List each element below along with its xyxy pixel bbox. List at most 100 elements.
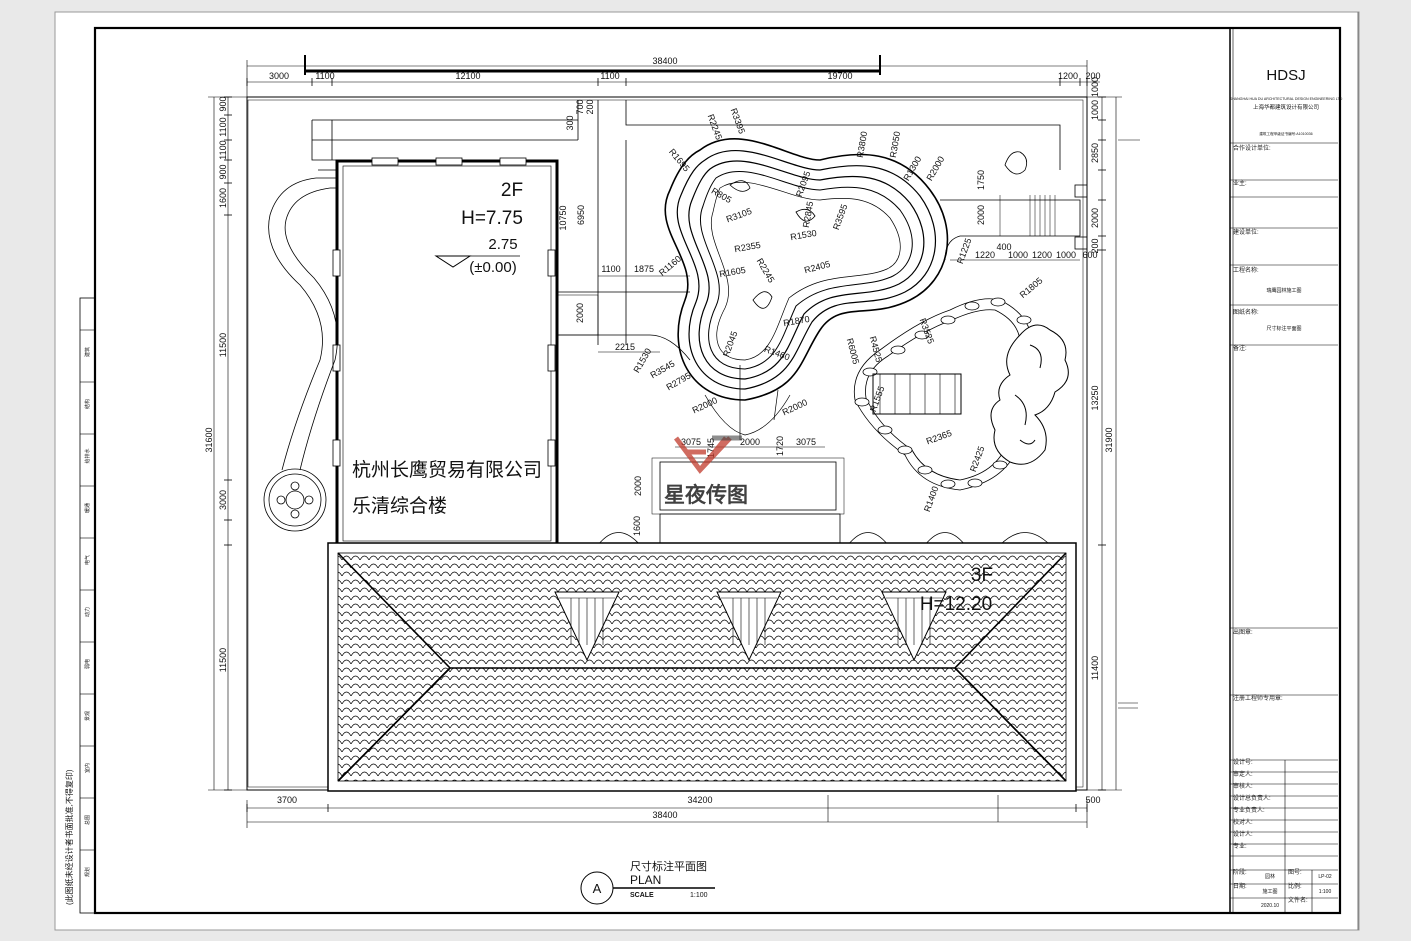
title-field-label: 业主:	[1233, 179, 1247, 187]
dim-inner-horizontal: 1875	[634, 264, 654, 274]
dim-left-segment: 3000	[218, 490, 228, 510]
dim-inner-vertical: 2000	[633, 476, 643, 496]
dim-top-segment: 3000	[269, 71, 289, 81]
strip-label: 电气	[84, 555, 91, 565]
dim-left-segment: 11500	[218, 648, 228, 672]
date-value: 2020.10	[1261, 903, 1279, 909]
strip-label: 建筑	[84, 347, 91, 357]
dim-inner-horizontal: 3075	[681, 437, 701, 447]
building-3f: 3F H=12.20	[327, 542, 1077, 792]
firm-logo: HDSJ	[1266, 67, 1305, 84]
strip-label: 景观	[84, 711, 91, 721]
building-2f-height: H=7.75	[461, 208, 523, 229]
dim-inner-vertical: 1720	[775, 436, 785, 456]
drawing-no-label: 图号:	[1288, 869, 1302, 876]
strip-label: 总图	[84, 815, 91, 825]
plan-title-en: PLAN	[630, 873, 661, 887]
dim-inner-vertical: 6950	[576, 205, 586, 225]
dim-right-segment: 11400	[1090, 656, 1100, 680]
copy-note: (此图纸未经设计者书面批准,不得复印)	[64, 769, 74, 905]
dim-right-segment: 1000	[1090, 77, 1100, 97]
dim-inner-horizontal: 1220	[975, 250, 995, 260]
radius-label: R3050	[888, 131, 902, 159]
dim-inner-vertical: 1600	[632, 516, 642, 536]
dim-top-segment: 1100	[600, 71, 619, 81]
dim-top-segment: 1200	[1058, 71, 1078, 81]
project-name: 瑞鹰园林施工图	[1266, 287, 1301, 294]
dim-inner-vertical: 2000	[575, 303, 585, 323]
plan-title-cn: 尺寸标注平面图	[630, 859, 707, 873]
radius-label: R1530	[790, 228, 818, 242]
dim-top-segment: 1100	[315, 71, 334, 81]
scale-label: 比例:	[1288, 882, 1302, 890]
rockery	[990, 324, 1069, 465]
radius-label: R3800	[855, 131, 869, 159]
dim-right-segment: 2000	[976, 205, 986, 225]
strip-label: 暖通	[84, 503, 91, 513]
drawing-no-value: LP-02	[1318, 874, 1332, 880]
building-3f-height: H=12.20	[920, 594, 992, 615]
firm-name-en: SHANGHAI HUA DU ARCHITECTURAL DESIGN ENG…	[1230, 97, 1343, 101]
strip-label: 动力	[84, 607, 91, 617]
strip-label: 结构	[84, 399, 91, 409]
watermark: 星夜传图	[664, 435, 748, 507]
title-field-label: 设计人:	[1233, 830, 1253, 838]
title-field-label: 专业:	[1233, 842, 1247, 850]
drawing-name: 尺寸标注平面图	[1266, 325, 1301, 332]
dim-inner-horizontal: 1200	[1032, 250, 1052, 260]
watermark-text: 星夜传图	[664, 483, 748, 507]
terrace	[597, 457, 1051, 546]
dim-inner-horizontal: 1000	[1008, 250, 1028, 260]
radius-label: R2355	[734, 240, 762, 254]
title-field-label: 专业负责人:	[1233, 806, 1265, 814]
dim-top-total: 38400	[652, 56, 677, 66]
strip-label: 规划	[84, 867, 91, 877]
dim-bottom-total: 38400	[652, 810, 677, 820]
building-name: 乐清综合楼	[352, 495, 447, 517]
paper	[54, 11, 1360, 931]
plan-title: A 尺寸标注平面图 PLAN SCALE 1:100	[580, 859, 715, 905]
scale-value: 1:100	[1319, 889, 1332, 895]
discipline-value: 园林	[1265, 873, 1275, 880]
dim-left-segment: 1100	[218, 117, 228, 136]
dim-bottom-segment: 3700	[277, 795, 297, 805]
title-field-label: 工程名称:	[1233, 266, 1259, 274]
plan-scale: 1:100	[690, 892, 708, 899]
title-block: HDSJ SHANGHAI HUA DU ARCHITECTURAL DESIG…	[1229, 28, 1343, 913]
plan-mark: A	[593, 881, 602, 896]
radius-label: R1870	[783, 314, 811, 328]
building-2f-base: (±0.00)	[469, 259, 516, 276]
dim-inner-vertical: 200	[585, 99, 595, 114]
building-2f-floor: 2F	[501, 180, 523, 201]
dim-inner-vertical: 10750	[558, 205, 568, 230]
dim-inner-horizontal: 1000	[1056, 250, 1076, 260]
dim-right-segment: 1000	[1090, 100, 1100, 120]
dim-inner-horizontal: 1100	[601, 264, 620, 274]
dim-right-segment: 13250	[1090, 385, 1100, 410]
title-field-label: 设计号:	[1233, 758, 1253, 766]
dim-inner-horizontal: 2215	[615, 342, 635, 352]
strip-label: 弱电	[84, 659, 91, 669]
strip-label: 给排水	[84, 448, 91, 463]
dim-inner-horizontal: 400	[996, 242, 1011, 252]
dim-left-segment: 1100	[218, 140, 228, 159]
dim-top-segment: 200	[1085, 71, 1100, 81]
title-field-label: 备注:	[1233, 344, 1247, 352]
dim-left-segment: 900	[218, 96, 228, 111]
dim-left-segment: 900	[218, 164, 228, 179]
dim-left-segment: 1600	[218, 188, 228, 208]
firm-name-cn: 上海华都建筑设计有限公司	[1253, 103, 1319, 111]
title-field-label: 阶段:	[1233, 868, 1247, 876]
title-field-label: 设计总负责人:	[1233, 794, 1271, 802]
winding-path	[263, 169, 338, 532]
radius-label: R2845	[801, 201, 815, 229]
version-label: 文件名:	[1288, 896, 1308, 904]
dim-inner-horizontal: 2000	[740, 437, 760, 447]
dim-inner-vertical: 1745	[706, 438, 716, 458]
title-field-label: 注册工程师专用章:	[1233, 694, 1283, 702]
